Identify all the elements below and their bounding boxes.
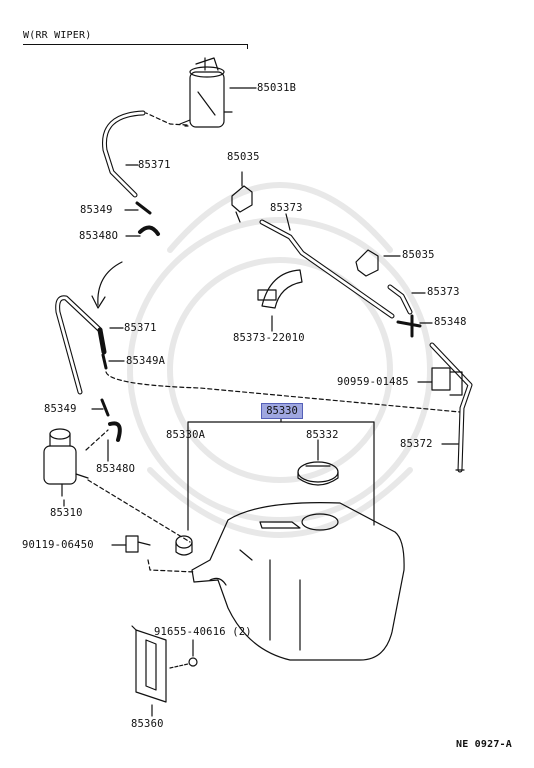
label-85349A: 85349A — [126, 355, 166, 367]
bolt-91655 — [188, 657, 198, 667]
nozzle-85035-right — [355, 249, 379, 277]
clip-85373-22010 — [257, 269, 303, 309]
joint-85349 — [135, 201, 152, 215]
pump-85310 — [43, 428, 89, 497]
label-90959-01485: 90959-01485 — [337, 376, 409, 388]
clamp-90959-01485 — [431, 367, 463, 396]
bracket-85330 — [187, 417, 375, 531]
label-91655-40616: 91655-40616 (2) — [154, 626, 252, 638]
leader-85373-top — [285, 213, 291, 231]
label-85348: 85348 — [434, 316, 467, 328]
curved-arrow — [97, 261, 123, 306]
label-85035-top: 85035 — [227, 151, 260, 163]
dash-85031B — [145, 112, 188, 126]
part-85031B-shape — [179, 57, 233, 128]
nozzle-85035-top — [231, 185, 253, 223]
label-85373-22010: 85373-22010 — [233, 332, 305, 344]
label-85330A: 85330A — [166, 429, 206, 441]
elbow-85348O-low — [108, 421, 122, 442]
section-header: W(RR WIPER) — [23, 30, 92, 41]
label-85332: 85332 — [306, 429, 339, 441]
label-90119-06450: 90119-06450 — [22, 539, 94, 551]
label-85371-top: 85371 — [138, 159, 171, 171]
label-85349-top: 85349 — [80, 204, 113, 216]
grommet-85330A — [175, 535, 193, 556]
joint-85348 — [396, 314, 422, 338]
label-85310: 85310 — [50, 507, 83, 519]
label-85373-right: 85373 — [427, 286, 460, 298]
elbow-85348O — [138, 225, 160, 236]
label-85348O-low: 85348O — [96, 463, 136, 475]
washer-tank — [191, 502, 405, 661]
header-rule — [23, 44, 248, 45]
dash-85349A-85372 — [105, 371, 461, 413]
joint-85349A — [101, 353, 108, 370]
joint-85349-low — [100, 398, 110, 417]
label-85330-highlight: 85330 — [261, 403, 303, 419]
header-rule-tick — [247, 44, 248, 49]
cap-85332 — [297, 461, 339, 486]
label-85372: 85372 — [400, 438, 433, 450]
watermark-emblem — [127, 182, 433, 538]
bracket-85360 — [131, 625, 167, 703]
label-85031B: 85031B — [257, 82, 297, 94]
label-85360: 85360 — [131, 718, 164, 730]
label-85035-right: 85035 — [402, 249, 435, 261]
diagram-code: NE 0927-A — [456, 739, 512, 750]
label-85348O: 85348O — [79, 230, 119, 242]
label-85373-top: 85373 — [270, 202, 303, 214]
bolt-90119-06450 — [125, 535, 151, 553]
curved-arrow-head — [91, 295, 106, 309]
label-85371-mid: 85371 — [124, 322, 157, 334]
label-85349-low: 85349 — [44, 403, 77, 415]
